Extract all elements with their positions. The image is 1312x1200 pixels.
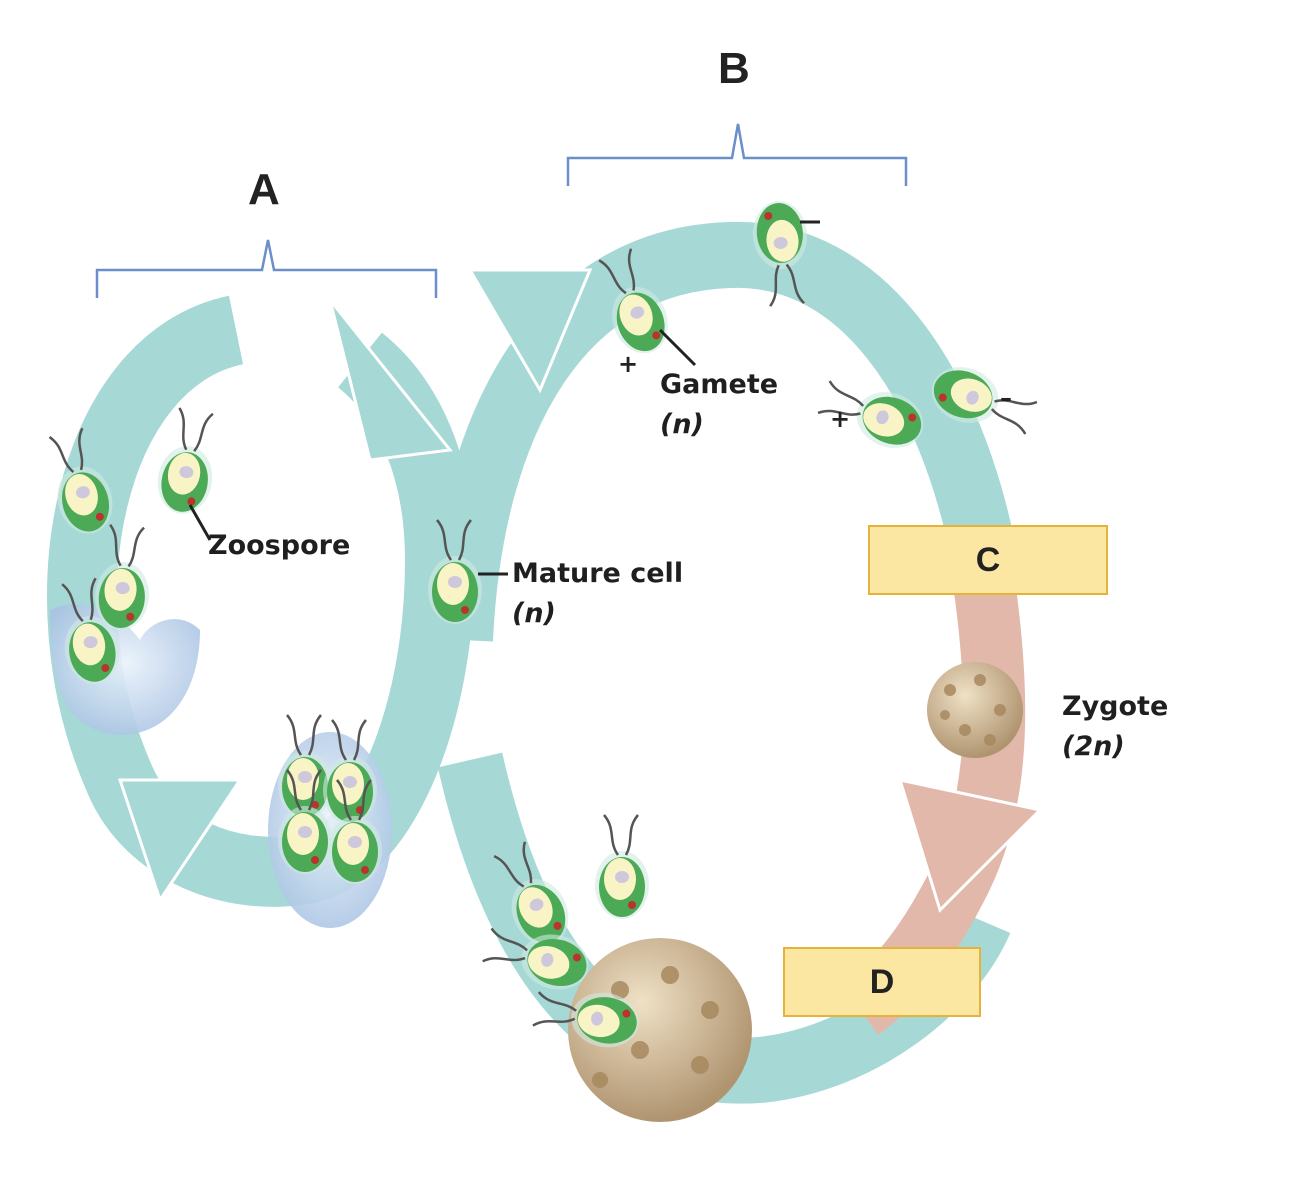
zygote-ploidy: (2n) xyxy=(1062,731,1125,762)
box-d: D xyxy=(783,947,981,1017)
bracket-a xyxy=(95,239,438,298)
bracket-b xyxy=(566,123,908,186)
gamete-ploidy: (n) xyxy=(660,409,704,440)
mature-cell-label: Mature cell xyxy=(512,558,684,589)
zygote-label: Zygote xyxy=(1062,691,1169,722)
diploid-arrowhead xyxy=(897,777,1044,913)
sexual-loop-arrow-haploid xyxy=(427,221,1018,642)
sexual-arrowhead xyxy=(467,268,593,394)
asexual-arrowhead-bottom xyxy=(117,778,243,904)
mature-cell-ploidy: (n) xyxy=(512,598,556,629)
gamete-leader xyxy=(658,328,697,367)
label-b: B xyxy=(718,44,750,93)
asexual-arrowhead-top xyxy=(328,299,453,462)
sporangium-cell-1 xyxy=(276,713,334,821)
gamete-label: Gamete xyxy=(660,369,779,400)
released-cell-3 xyxy=(593,813,651,921)
label-a: A xyxy=(248,165,280,214)
fusing-minus-sign: – xyxy=(1000,384,1012,412)
gamete-plus-sign: + xyxy=(618,350,639,378)
fusing-plus-sign: + xyxy=(830,405,851,433)
zygote xyxy=(927,662,1023,758)
zoospore-leader xyxy=(188,504,212,541)
zoospore-label: Zoospore xyxy=(208,530,351,561)
box-c: C xyxy=(868,525,1108,595)
zoospore-cell-2 xyxy=(151,405,225,520)
